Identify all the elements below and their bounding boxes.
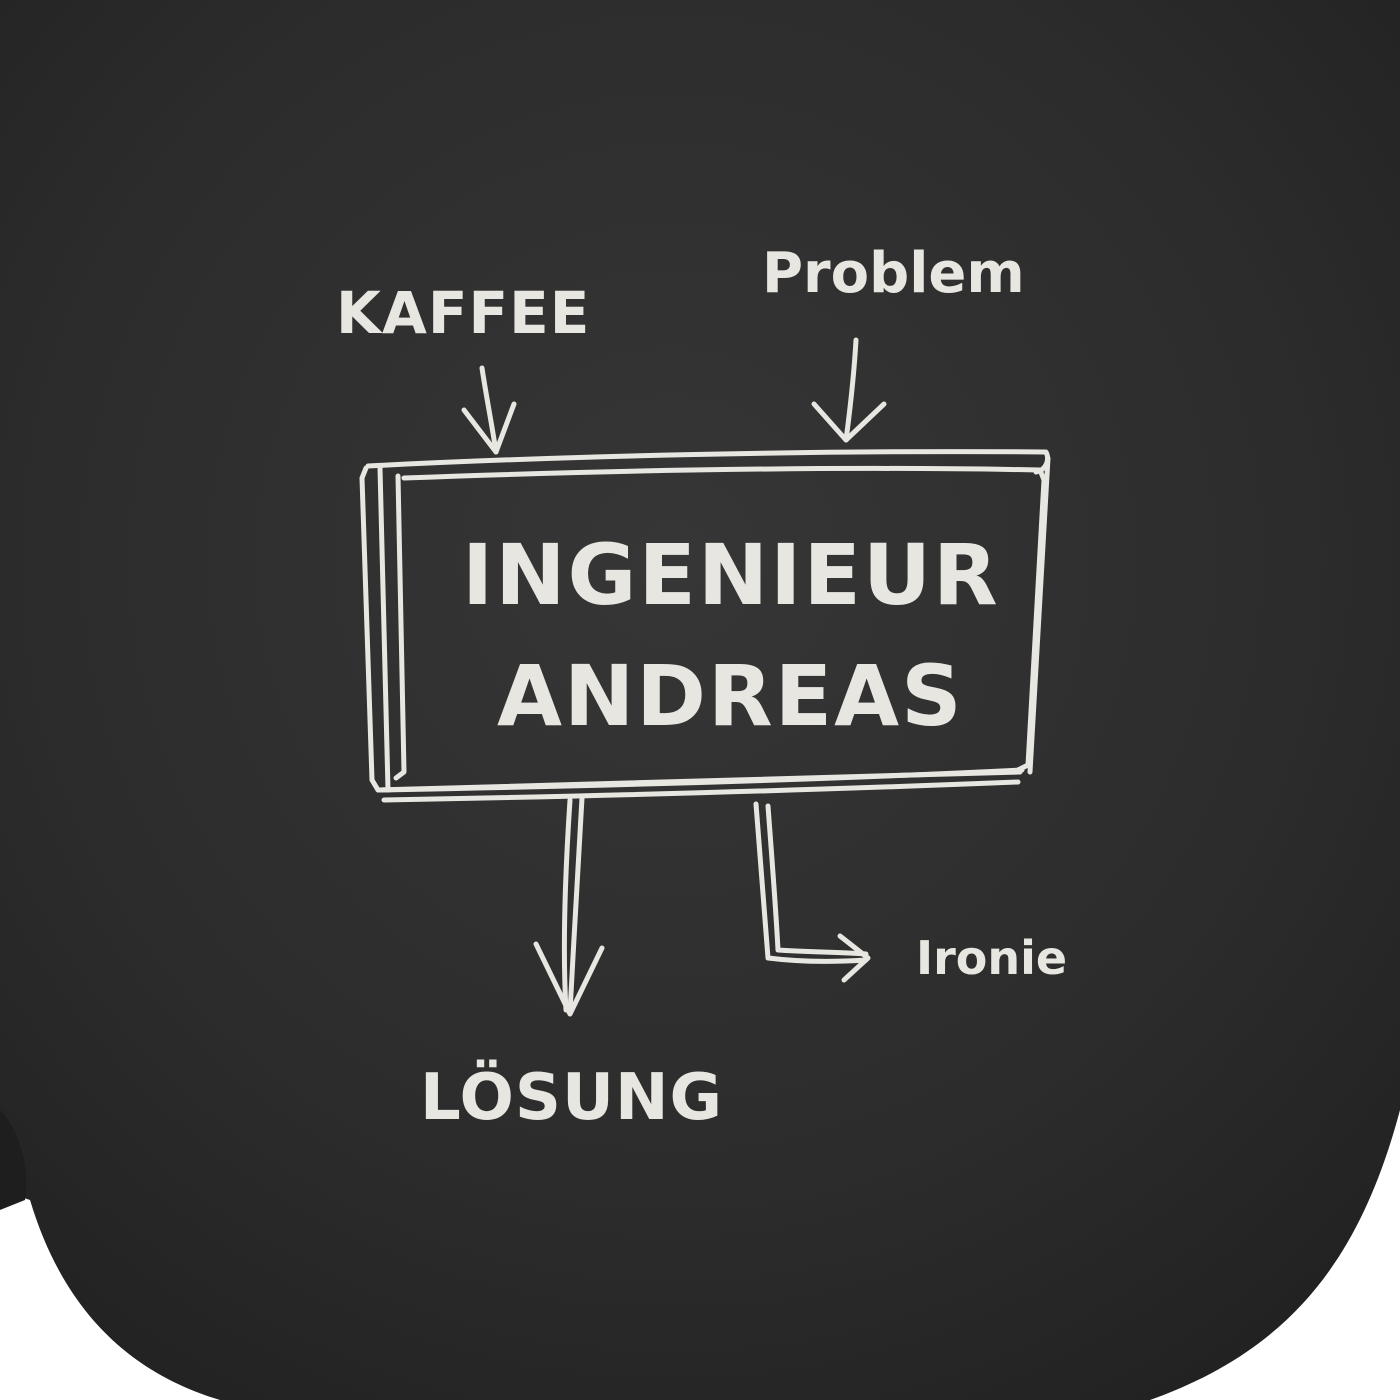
arrow-ironie <box>753 801 871 983</box>
diagram-box <box>359 449 1051 803</box>
arrow-loesung <box>533 795 605 1017</box>
label-kaffee: KAFFEE <box>336 279 591 347</box>
arrow-kaffee <box>461 365 517 455</box>
title-line-1: INGENIEUR <box>462 526 1000 624</box>
label-ironie: Ironie <box>916 931 1068 985</box>
arrow-problem <box>811 337 887 443</box>
label-loesung: LÖSUNG <box>420 1061 724 1135</box>
label-problem: Problem <box>762 241 1025 306</box>
title-line-2: ANDREAS <box>497 647 964 745</box>
